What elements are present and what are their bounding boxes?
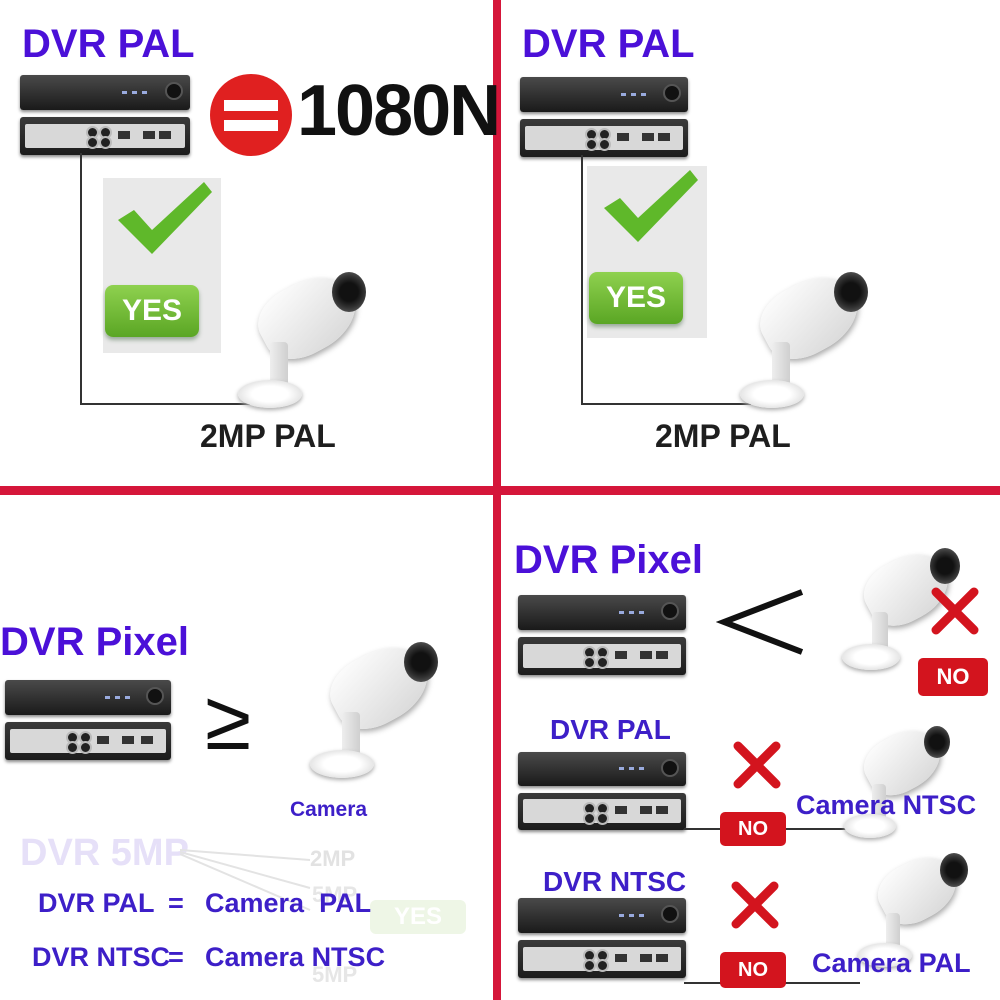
- panel-title: DVR Pixel: [0, 620, 189, 664]
- camera-image: [852, 845, 977, 975]
- cross-icon: [733, 741, 781, 789]
- panel-title: DVR Pixel: [514, 538, 703, 582]
- cable-line: [581, 155, 583, 405]
- camera-pal-label: Camera PAL: [812, 948, 971, 978]
- horizontal-divider: [0, 486, 1000, 495]
- check-icon: [118, 182, 212, 254]
- resolution-label: 1080N: [297, 71, 501, 151]
- camera-label: Camera: [290, 798, 368, 821]
- cable-line: [581, 403, 751, 405]
- faded-item: 5MP: [312, 882, 358, 907]
- panel-title: DVR PAL: [22, 22, 195, 66]
- dvr-recorder: [5, 680, 171, 760]
- rule-ntsc-left: DVR NTSC: [32, 942, 171, 972]
- dvr-recorder: [518, 898, 686, 978]
- dvr-pal-title: DVR PAL: [550, 714, 671, 745]
- faded-title: DVR 5MP: [20, 832, 189, 874]
- no-badge: NO: [918, 658, 988, 696]
- vertical-divider: [493, 0, 501, 1000]
- less-than-symbol: [716, 589, 804, 655]
- faded-item: 2MP: [310, 846, 356, 871]
- rule-pal-right: Camera PAL: [205, 888, 372, 918]
- cable-line: [80, 153, 82, 405]
- dvr-recorder: [520, 77, 688, 157]
- yes-badge: YES: [105, 285, 199, 337]
- camera-image: [836, 540, 966, 680]
- cross-icon: [731, 881, 779, 929]
- yes-badge: YES: [589, 272, 683, 324]
- dvr-ntsc-title: DVR NTSC: [543, 866, 687, 897]
- camera-image: [300, 632, 450, 792]
- faded-item: 5MP: [312, 962, 358, 987]
- rule-ntsc-right: Camera NTSC: [205, 942, 386, 972]
- no-badge: NO: [720, 952, 786, 988]
- rule-pal-equals: =: [168, 888, 184, 918]
- faded-yes-badge: YES: [370, 900, 466, 934]
- comparison-symbol: ≥: [205, 673, 252, 767]
- rule-ntsc-equals: =: [168, 942, 184, 972]
- panel-title: DVR PAL: [522, 22, 695, 66]
- cross-icon: [931, 587, 979, 635]
- equals-icon: [210, 74, 292, 156]
- dvr-recorder: [518, 752, 686, 830]
- no-badge: NO: [720, 812, 786, 846]
- camera-image: [838, 718, 958, 848]
- check-icon: [604, 170, 698, 242]
- dvr-recorder: [20, 75, 190, 155]
- camera-label: 2MP PAL: [200, 418, 336, 454]
- cable-line: [80, 403, 250, 405]
- dvr-recorder: [518, 595, 686, 675]
- camera-label: 2MP PAL: [655, 418, 791, 454]
- rule-pal-left: DVR PAL: [38, 888, 155, 918]
- camera-image: [228, 262, 378, 422]
- faded-connector-lines: [180, 849, 311, 911]
- camera-image: [730, 262, 880, 422]
- camera-ntsc-label: Camera NTSC: [796, 790, 977, 820]
